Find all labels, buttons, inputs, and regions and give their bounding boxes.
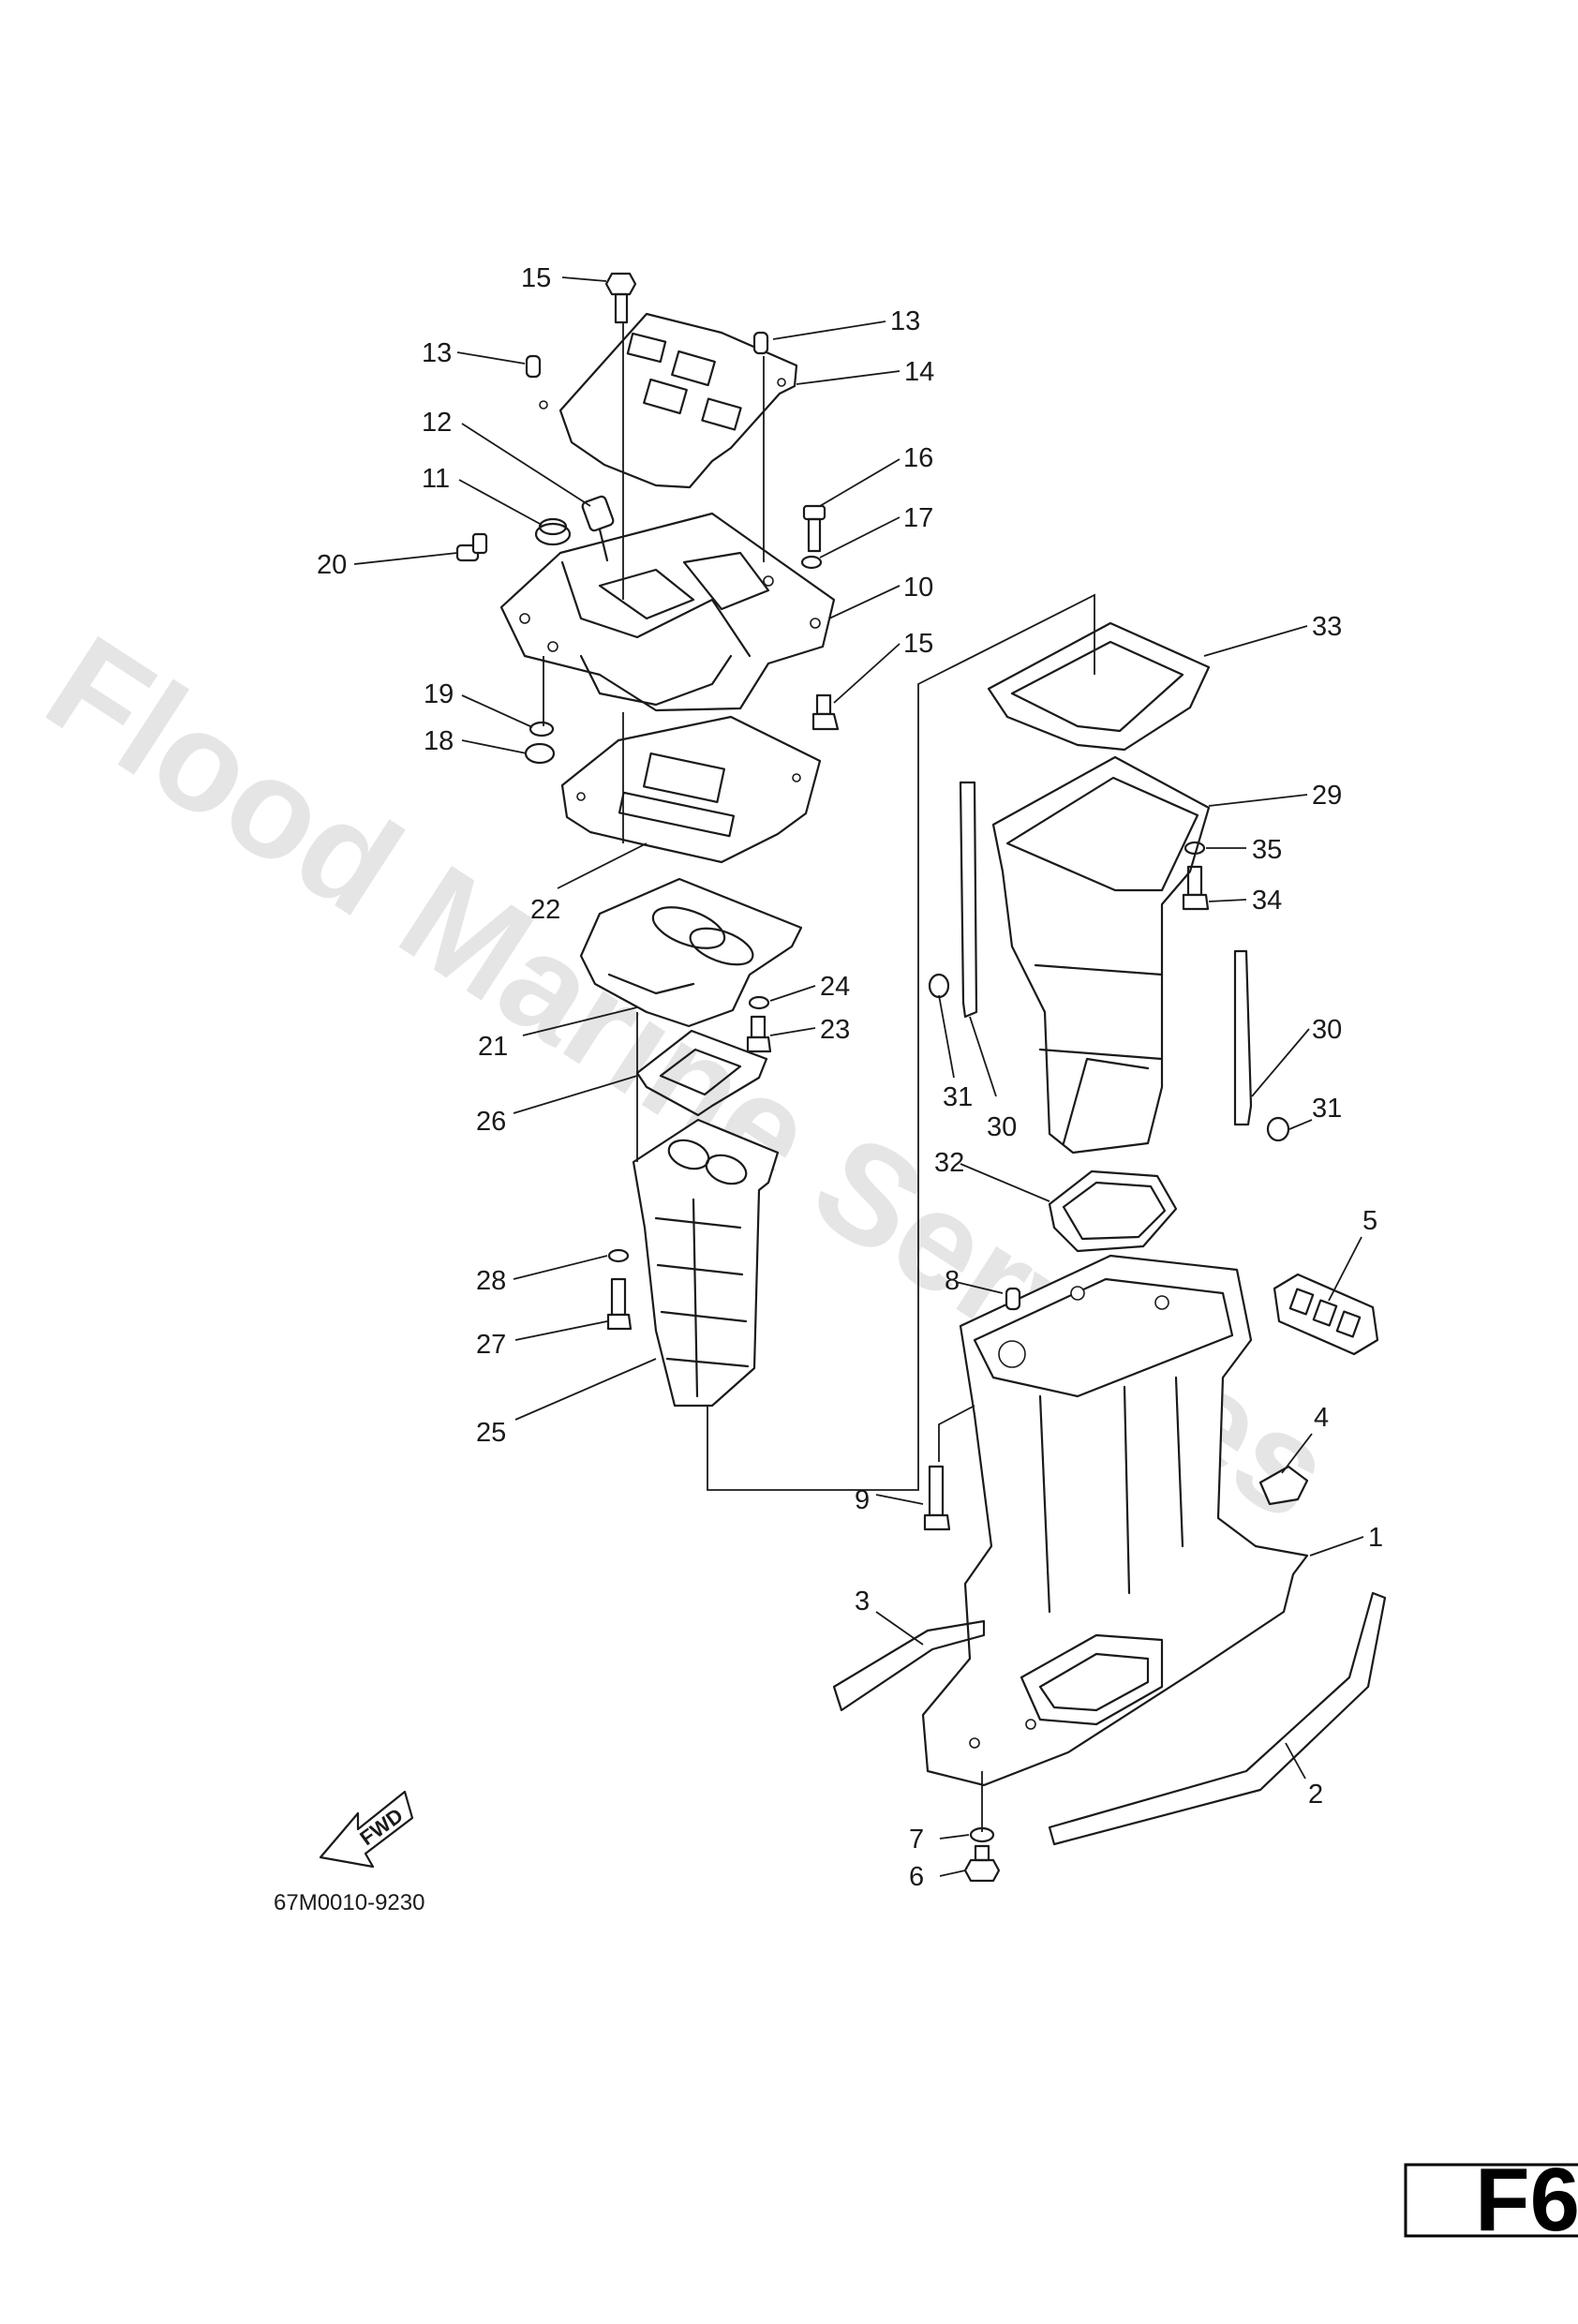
part-washer-35 [1184, 841, 1206, 856]
part-seal-32 [1048, 1169, 1178, 1253]
part-washer-28 [607, 1248, 630, 1263]
part-bolt-9 [923, 1465, 951, 1531]
part-upper-casing-1 [921, 1254, 1309, 1787]
part-fitting-20 [455, 532, 488, 562]
callout-35: 35 [1252, 835, 1282, 865]
callout-24: 24 [820, 972, 850, 1002]
page-reference-box: F6 [1404, 2150, 1578, 2250]
callout-5: 5 [1362, 1206, 1377, 1236]
callout-29: 29 [1312, 781, 1342, 811]
callout-19: 19 [424, 679, 454, 709]
part-bolt-6 [963, 1844, 1001, 1883]
part-dowel-13b [752, 331, 769, 355]
page-reference: F6 [1475, 2150, 1578, 2250]
assembly-lines [543, 323, 1095, 1832]
callout-30: 30 [987, 1112, 1017, 1142]
callout-33: 33 [1312, 612, 1342, 642]
callout-1: 1 [1368, 1523, 1383, 1553]
callout-23: 23 [820, 1015, 850, 1045]
callout-30: 30 [1312, 1015, 1342, 1045]
callout-18: 18 [424, 726, 454, 756]
part-dowel-8 [1005, 1287, 1021, 1311]
part-dowel-13a [525, 354, 542, 379]
callout-28: 28 [476, 1266, 506, 1296]
part-exhaust-guide-21 [579, 877, 803, 1028]
callout-13: 13 [890, 306, 920, 336]
part-seal-strip-2 [1048, 1591, 1387, 1846]
callout-32: 32 [934, 1148, 964, 1178]
callout-31: 31 [1312, 1094, 1342, 1124]
part-seal-strip-3 [832, 1619, 986, 1712]
callout-7: 7 [909, 1825, 924, 1855]
callout-labels: 15 13 13 14 12 16 11 17 20 10 15 33 19 1… [317, 263, 1383, 1892]
part-washer-24 [748, 995, 770, 1010]
part-damper-30a [959, 781, 978, 1019]
callout-12: 12 [422, 408, 452, 438]
callout-27: 27 [476, 1330, 506, 1360]
part-nut-31a [928, 973, 950, 999]
callout-9: 9 [855, 1485, 870, 1515]
part-bolt-15a [604, 272, 637, 324]
callout-13: 13 [422, 338, 452, 368]
part-bolt-27 [606, 1277, 633, 1331]
part-exhaust-manifold-25 [632, 1118, 780, 1408]
callout-15: 15 [521, 263, 551, 293]
fwd-arrow: FWD [319, 1790, 414, 1869]
callout-15: 15 [903, 629, 933, 659]
part-bolt-16 [802, 504, 826, 553]
part-upper-case [499, 512, 836, 712]
callout-26: 26 [476, 1107, 506, 1137]
part-damper-30b [1233, 949, 1253, 1126]
part-gasket-33 [987, 621, 1211, 752]
callout-14: 14 [904, 357, 934, 387]
part-grommet-4 [1258, 1465, 1309, 1506]
callout-2: 2 [1308, 1780, 1323, 1810]
callout-3: 3 [855, 1587, 870, 1616]
callout-10: 10 [903, 573, 933, 603]
part-washer-17 [800, 555, 823, 570]
part-nut-18 [524, 742, 556, 765]
callout-11: 11 [422, 464, 450, 494]
part-rubber-seal-5 [1273, 1273, 1379, 1356]
callout-21: 21 [478, 1032, 508, 1062]
part-washer-19 [528, 721, 555, 737]
callout-6: 6 [909, 1862, 924, 1892]
part-grommet-11 [534, 517, 572, 546]
callout-22: 22 [530, 895, 560, 925]
callout-4: 4 [1314, 1403, 1329, 1433]
callout-20: 20 [317, 550, 347, 580]
part-gasket-26 [635, 1029, 768, 1117]
part-nut-31b [1266, 1116, 1290, 1142]
part-gasket-top [539, 312, 798, 489]
part-bolt-34 [1182, 865, 1210, 911]
leader-lines [353, 276, 1364, 1877]
callout-16: 16 [903, 443, 933, 473]
callout-25: 25 [476, 1418, 506, 1448]
part-gasket-22 [560, 715, 822, 864]
part-oil-pan-29 [991, 755, 1211, 1155]
callout-34: 34 [1252, 886, 1282, 916]
diagram-code: 67M0010-9230 [274, 1890, 424, 1915]
part-bolt-15b [811, 693, 840, 731]
callout-17: 17 [903, 503, 933, 533]
callout-8: 8 [945, 1266, 960, 1296]
part-bolt-23 [746, 1015, 772, 1053]
callout-31: 31 [943, 1082, 973, 1112]
